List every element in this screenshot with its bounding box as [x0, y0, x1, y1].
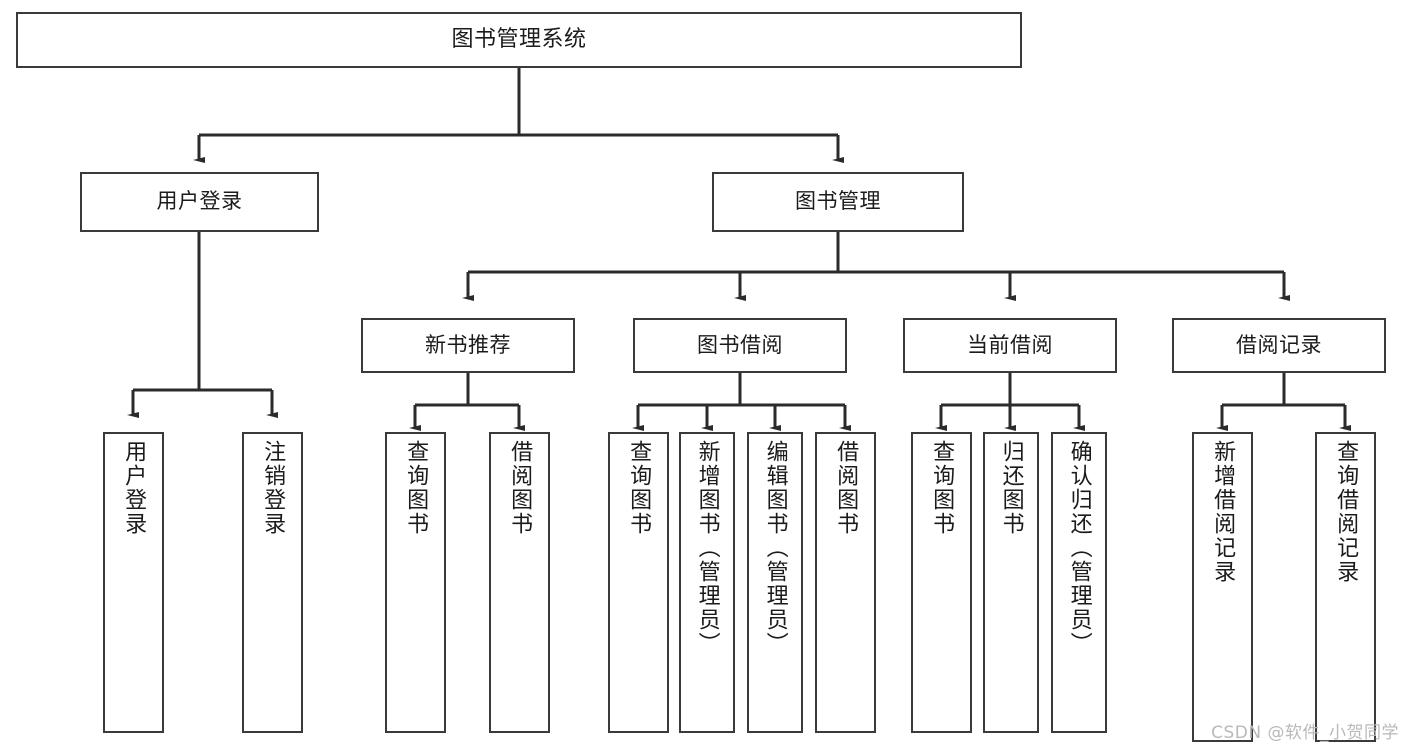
leaf-user-login-label: 用户登录 — [121, 440, 147, 536]
leaf-rec-query-book[interactable]: 查询图书 — [385, 432, 446, 733]
node-new-book-recommend-label: 新书推荐 — [425, 332, 511, 357]
csdn-watermark: CSDN @软件_小贺同学 — [1211, 723, 1399, 743]
leaf-user-login[interactable]: 用户登录 — [103, 432, 164, 733]
leaf-current-return-book-label: 归还图书 — [998, 440, 1024, 536]
leaf-current-return-book[interactable]: 归还图书 — [983, 432, 1039, 733]
node-user-login[interactable]: 用户登录 — [80, 172, 319, 232]
leaf-borrow-borrow-book[interactable]: 借阅图书 — [815, 432, 876, 733]
node-book-manage-label: 图书管理 — [795, 189, 881, 214]
leaf-rec-borrow-book-label: 借阅图书 — [507, 440, 533, 536]
leaf-logout-login-label: 注销登录 — [260, 440, 286, 536]
node-user-login-label: 用户登录 — [156, 189, 243, 214]
node-new-book-recommend[interactable]: 新书推荐 — [361, 318, 575, 373]
node-current-borrow-label: 当前借阅 — [967, 332, 1053, 357]
node-current-borrow[interactable]: 当前借阅 — [903, 318, 1117, 373]
leaf-record-query-borrow-record[interactable]: 查询借阅记录 — [1315, 432, 1376, 742]
leaf-rec-query-book-label: 查询图书 — [403, 440, 429, 536]
leaf-current-query-book-label: 查询图书 — [929, 440, 955, 536]
node-book-manage[interactable]: 图书管理 — [712, 172, 964, 232]
node-book-borrow-label: 图书借阅 — [697, 332, 783, 357]
leaf-borrow-edit-book-admin[interactable]: 编辑图书（管理员） — [747, 432, 803, 733]
leaf-logout-login[interactable]: 注销登录 — [242, 432, 303, 733]
leaf-record-add-borrow-record[interactable]: 新增借阅记录 — [1192, 432, 1253, 742]
leaf-record-add-borrow-record-label: 新增借阅记录 — [1210, 440, 1236, 584]
leaf-borrow-query-book[interactable]: 查询图书 — [608, 432, 669, 733]
leaf-borrow-edit-book-admin-label: 编辑图书（管理员） — [762, 440, 788, 656]
node-borrow-record[interactable]: 借阅记录 — [1172, 318, 1386, 373]
leaf-current-confirm-return-admin[interactable]: 确认归还（管理员） — [1051, 432, 1107, 733]
node-root-label: 图书管理系统 — [451, 26, 587, 52]
leaf-rec-borrow-book[interactable]: 借阅图书 — [489, 432, 550, 733]
leaf-current-confirm-return-admin-label: 确认归还（管理员） — [1066, 440, 1092, 656]
leaf-borrow-add-book-admin[interactable]: 新增图书（管理员） — [679, 432, 735, 733]
leaf-borrow-borrow-book-label: 借阅图书 — [833, 440, 859, 536]
leaf-borrow-query-book-label: 查询图书 — [626, 440, 652, 536]
node-borrow-record-label: 借阅记录 — [1236, 332, 1322, 357]
leaf-borrow-add-book-admin-label: 新增图书（管理员） — [694, 440, 720, 656]
node-root[interactable]: 图书管理系统 — [16, 12, 1022, 68]
leaf-record-query-borrow-record-label: 查询借阅记录 — [1333, 440, 1359, 584]
leaf-current-query-book[interactable]: 查询图书 — [911, 432, 972, 733]
node-book-borrow[interactable]: 图书借阅 — [633, 318, 847, 373]
